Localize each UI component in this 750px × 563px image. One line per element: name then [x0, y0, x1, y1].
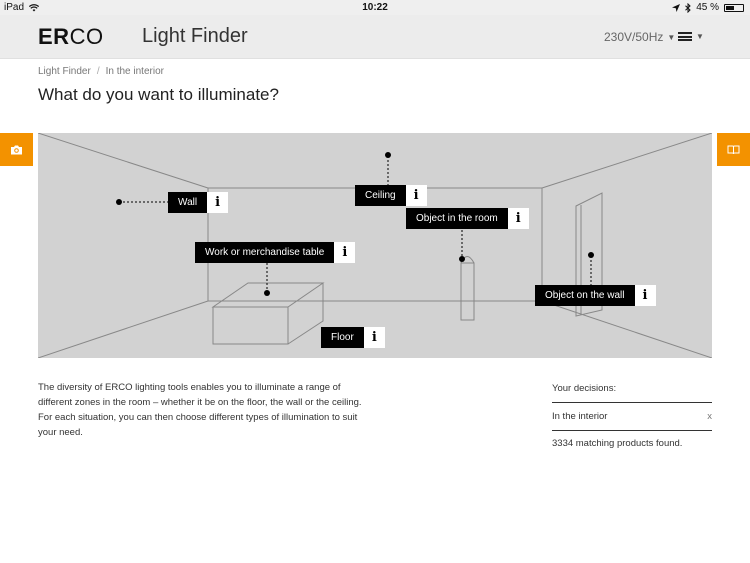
wifi-icon	[29, 3, 40, 11]
erco-logo[interactable]: ERCO	[38, 24, 104, 50]
breadcrumb-separator: /	[96, 66, 100, 77]
hotspot-label: Ceiling	[355, 185, 406, 206]
page-title: What do you want to illuminate?	[38, 85, 279, 104]
location-arrow-icon	[672, 3, 681, 12]
info-icon[interactable]: i	[207, 192, 229, 213]
hotspot-wall[interactable]: Wall i	[168, 192, 229, 213]
camera-tab-button[interactable]	[0, 133, 33, 166]
app-title: Light Finder	[142, 25, 248, 47]
chevron-down-icon: ▼	[696, 32, 704, 41]
hotspot-label: Wall	[168, 192, 208, 213]
breadcrumb: Light Finder / In the interior	[38, 66, 164, 77]
hotspot-label: Work or merchandise table	[195, 242, 335, 263]
room-illustration: Wall i Ceiling i Object in the room i Wo…	[38, 133, 712, 358]
room-drawing	[38, 133, 712, 358]
breadcrumb-item-light-finder[interactable]: Light Finder	[38, 66, 91, 77]
hotspot-work-table[interactable]: Work or merchandise table i	[195, 242, 356, 263]
chevron-down-icon: ▼	[667, 32, 676, 42]
voltage-selector[interactable]: 230V/50Hz ▼	[604, 30, 675, 44]
hotspot-ceiling[interactable]: Ceiling i	[355, 185, 427, 206]
hotspot-label: Object in the room	[406, 208, 508, 229]
clock: 10:22	[362, 2, 388, 13]
remove-decision-button[interactable]: x	[707, 411, 712, 422]
result-count: 3334 matching products found.	[552, 438, 683, 449]
app-header: ERCO Light Finder 230V/50Hz ▼ ▼	[0, 15, 750, 59]
decision-label: In the interior	[552, 411, 608, 422]
logo-rest-part: CO	[69, 24, 104, 49]
hotspot-floor[interactable]: Floor i	[321, 327, 385, 348]
decisions-panel: Your decisions: In the interior x 3334 m…	[552, 380, 712, 449]
info-icon[interactable]: i	[405, 185, 427, 206]
camera-icon	[11, 145, 22, 154]
info-icon[interactable]: i	[363, 327, 385, 348]
hotspot-label: Floor	[321, 327, 364, 348]
book-icon	[727, 145, 740, 154]
decisions-heading: Your decisions:	[552, 380, 712, 403]
info-icon[interactable]: i	[334, 242, 356, 263]
bluetooth-icon	[685, 2, 691, 13]
battery-percent: 45 %	[696, 2, 719, 13]
info-icon[interactable]: i	[634, 285, 656, 306]
menu-button[interactable]: ▼	[678, 32, 704, 41]
description-text: The diversity of ERCO lighting tools ena…	[38, 382, 362, 438]
breadcrumb-item-interior[interactable]: In the interior	[105, 66, 164, 77]
hamburger-icon	[678, 32, 692, 41]
logo-bold-part: ER	[38, 24, 70, 49]
hotspot-label: Object on the wall	[535, 285, 635, 306]
hotspot-object-on-wall[interactable]: Object on the wall i	[535, 285, 656, 306]
decision-item: In the interior x	[552, 403, 712, 431]
book-tab-button[interactable]	[717, 133, 750, 166]
status-bar: iPad 10:22 45 %	[0, 0, 750, 15]
battery-icon	[724, 3, 744, 12]
voltage-label: 230V/50Hz	[604, 30, 664, 44]
device-name: iPad	[4, 2, 25, 13]
info-icon[interactable]: i	[507, 208, 529, 229]
hotspot-object-in-room[interactable]: Object in the room i	[406, 208, 529, 229]
